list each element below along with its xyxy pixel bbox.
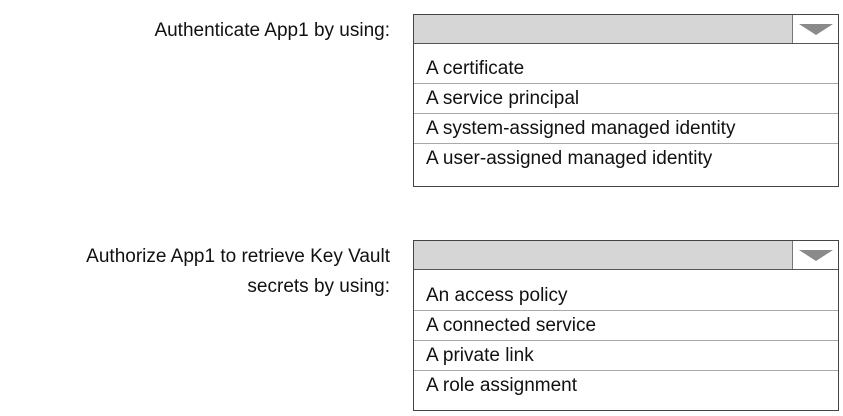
option[interactable]: A user-assigned managed identity: [426, 148, 713, 169]
selected-value[interactable]: [414, 15, 793, 43]
option[interactable]: A service principal: [414, 84, 838, 114]
dropdown-1-header[interactable]: [414, 15, 838, 44]
option[interactable]: An access policy: [414, 281, 838, 311]
option[interactable]: A system-assigned managed identity: [414, 114, 838, 144]
label-line: Authenticate App1 by using:: [154, 20, 390, 41]
selected-value[interactable]: [414, 241, 793, 269]
question-2-label: Authorize App1 to retrieve Key Vault sec…: [86, 242, 390, 302]
chevron-down-icon: [798, 249, 833, 261]
question-1-label: Authenticate App1 by using:: [154, 16, 390, 46]
label-line: Authorize App1 to retrieve Key Vault: [86, 246, 390, 267]
dropdown-1[interactable]: A certificate A service principal A syst…: [413, 14, 839, 187]
option[interactable]: A connected service: [414, 311, 838, 341]
option[interactable]: A certificate: [414, 54, 838, 84]
option[interactable]: A role assignment: [426, 375, 578, 396]
dropdown-2[interactable]: An access policy A connected service A p…: [413, 240, 839, 411]
option[interactable]: A private link: [414, 341, 838, 371]
dropdown-toggle[interactable]: [793, 15, 838, 43]
dropdown-2-header[interactable]: [414, 241, 838, 270]
chevron-down-icon: [798, 23, 833, 35]
dropdown-toggle[interactable]: [793, 241, 838, 269]
label-line: secrets by using:: [247, 276, 390, 297]
